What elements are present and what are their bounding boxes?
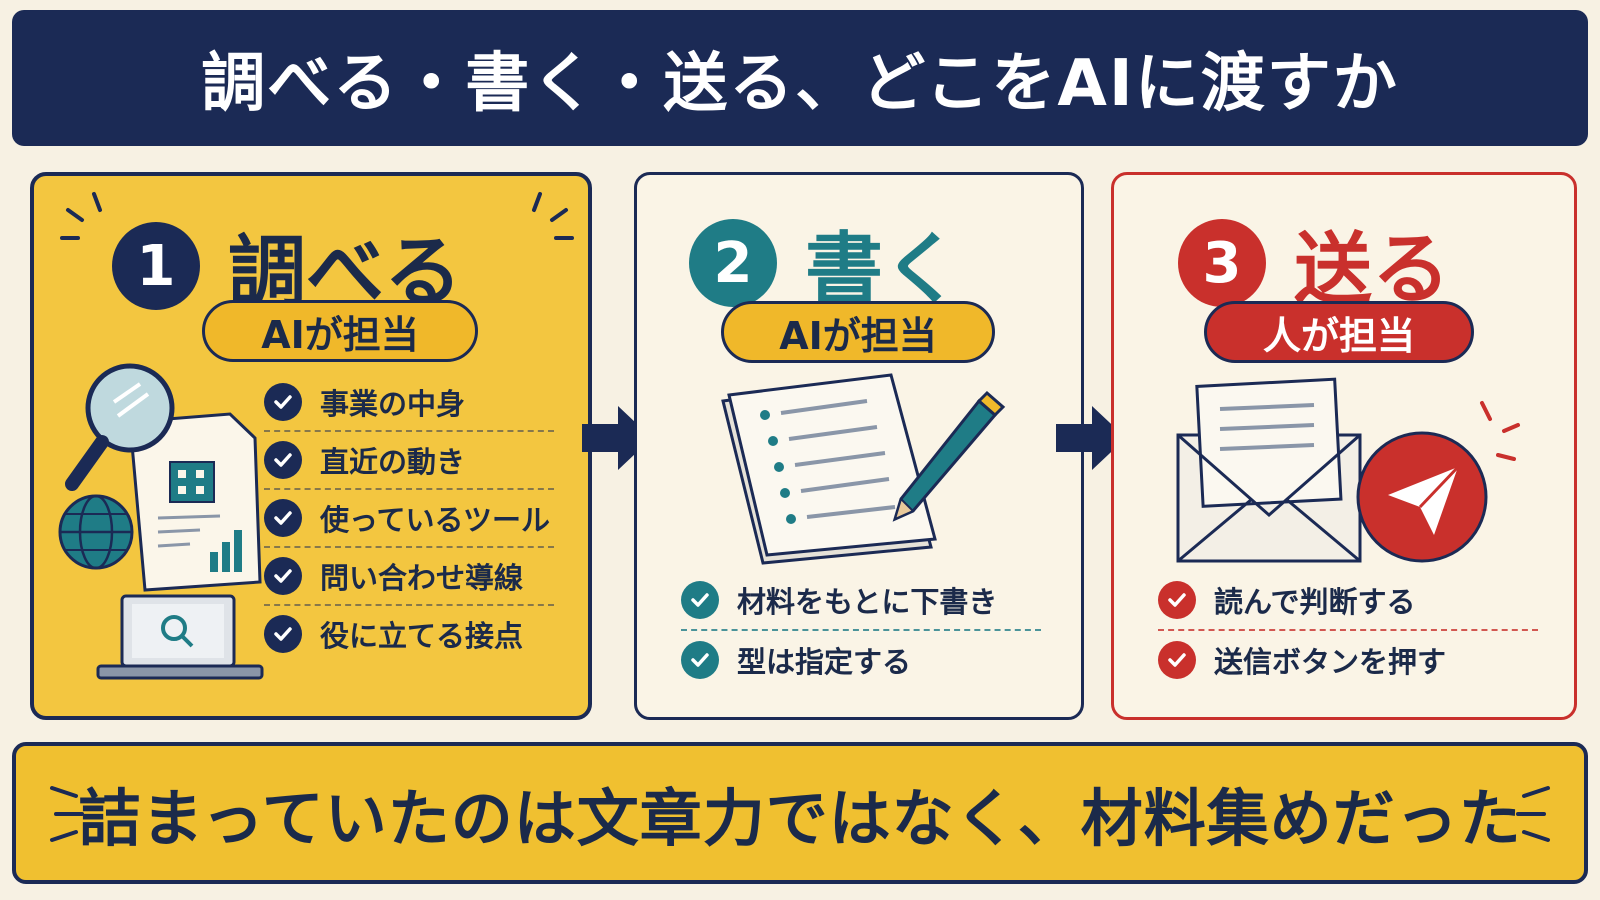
list-item: 直近の動き xyxy=(264,432,554,488)
conclusion-banner: 詰まっていたのは文章力ではなく、材料集めだった xyxy=(12,742,1588,884)
step-number: 1 xyxy=(112,222,200,310)
check-icon xyxy=(681,641,719,679)
checklist-research: 事業の中身 直近の動き 使っているツール 問い合わせ導線 役に立てる接点 xyxy=(264,374,554,662)
writing-illustration xyxy=(721,373,1006,565)
list-item: 読んで判断する xyxy=(1158,571,1538,629)
send-icon xyxy=(1356,401,1520,563)
research-illustration xyxy=(58,363,264,680)
step-title: 送る xyxy=(1294,225,1451,315)
list-item: 事業の中身 xyxy=(264,374,554,430)
sparkle-icon xyxy=(1516,786,1550,842)
magnifier-icon xyxy=(65,363,175,491)
owner-badge: AIが担当 xyxy=(202,300,478,362)
sparkle-icon xyxy=(60,192,102,240)
step-panel-write: 2 書く AIが担当 材料をもとに下書き 型は指定する xyxy=(634,172,1084,720)
check-icon xyxy=(264,383,302,421)
step-panel-send: 3 送る 人が担当 読んで判断する 送信ボタンを押す xyxy=(1111,172,1577,720)
step-heading: 3 送る xyxy=(1178,207,1450,319)
list-item: 材料をもとに下書き xyxy=(681,571,1041,629)
arrow-right-icon xyxy=(1056,406,1126,470)
title-bar: 調べる・書く・送る、どこをAIに渡すか xyxy=(12,10,1588,146)
sparkle-icon xyxy=(50,786,84,842)
owner-badge: AIが担当 xyxy=(721,301,995,363)
document-icon xyxy=(128,412,262,592)
list-item: 型は指定する xyxy=(681,631,1041,689)
check-icon xyxy=(681,581,719,619)
step-panel-research: 1 調べる AIが担当 xyxy=(30,172,592,720)
list-item: 役に立てる接点 xyxy=(264,606,554,662)
laptop-icon xyxy=(96,594,264,680)
list-item: 使っているツール xyxy=(264,490,554,546)
check-icon xyxy=(1158,581,1196,619)
step-number: 3 xyxy=(1178,219,1266,307)
checklist-write: 材料をもとに下書き 型は指定する xyxy=(681,571,1041,689)
owner-badge: 人が担当 xyxy=(1204,301,1474,363)
check-icon xyxy=(264,441,302,479)
conclusion-text: 詰まっていたのは文章力ではなく、材料集めだった xyxy=(78,782,1522,855)
list-item: 送信ボタンを押す xyxy=(1158,631,1538,689)
step-title: 書く xyxy=(805,225,962,315)
list-item: 問い合わせ導線 xyxy=(264,548,554,604)
checklist-send: 読んで判断する 送信ボタンを押す xyxy=(1158,571,1538,689)
sending-illustration xyxy=(1176,377,1520,563)
globe-icon xyxy=(58,494,134,570)
page-title: 調べる・書く・送る、どこをAIに渡すか xyxy=(201,47,1399,121)
check-icon xyxy=(1158,641,1196,679)
check-icon xyxy=(264,615,302,653)
step-heading: 2 書く xyxy=(689,207,961,319)
step-number: 2 xyxy=(689,219,777,307)
notepad-icon xyxy=(721,373,937,565)
sparkle-icon xyxy=(532,192,574,240)
envelope-icon xyxy=(1176,377,1362,563)
check-icon xyxy=(264,499,302,537)
pencil-icon xyxy=(892,390,1006,522)
check-icon xyxy=(264,557,302,595)
